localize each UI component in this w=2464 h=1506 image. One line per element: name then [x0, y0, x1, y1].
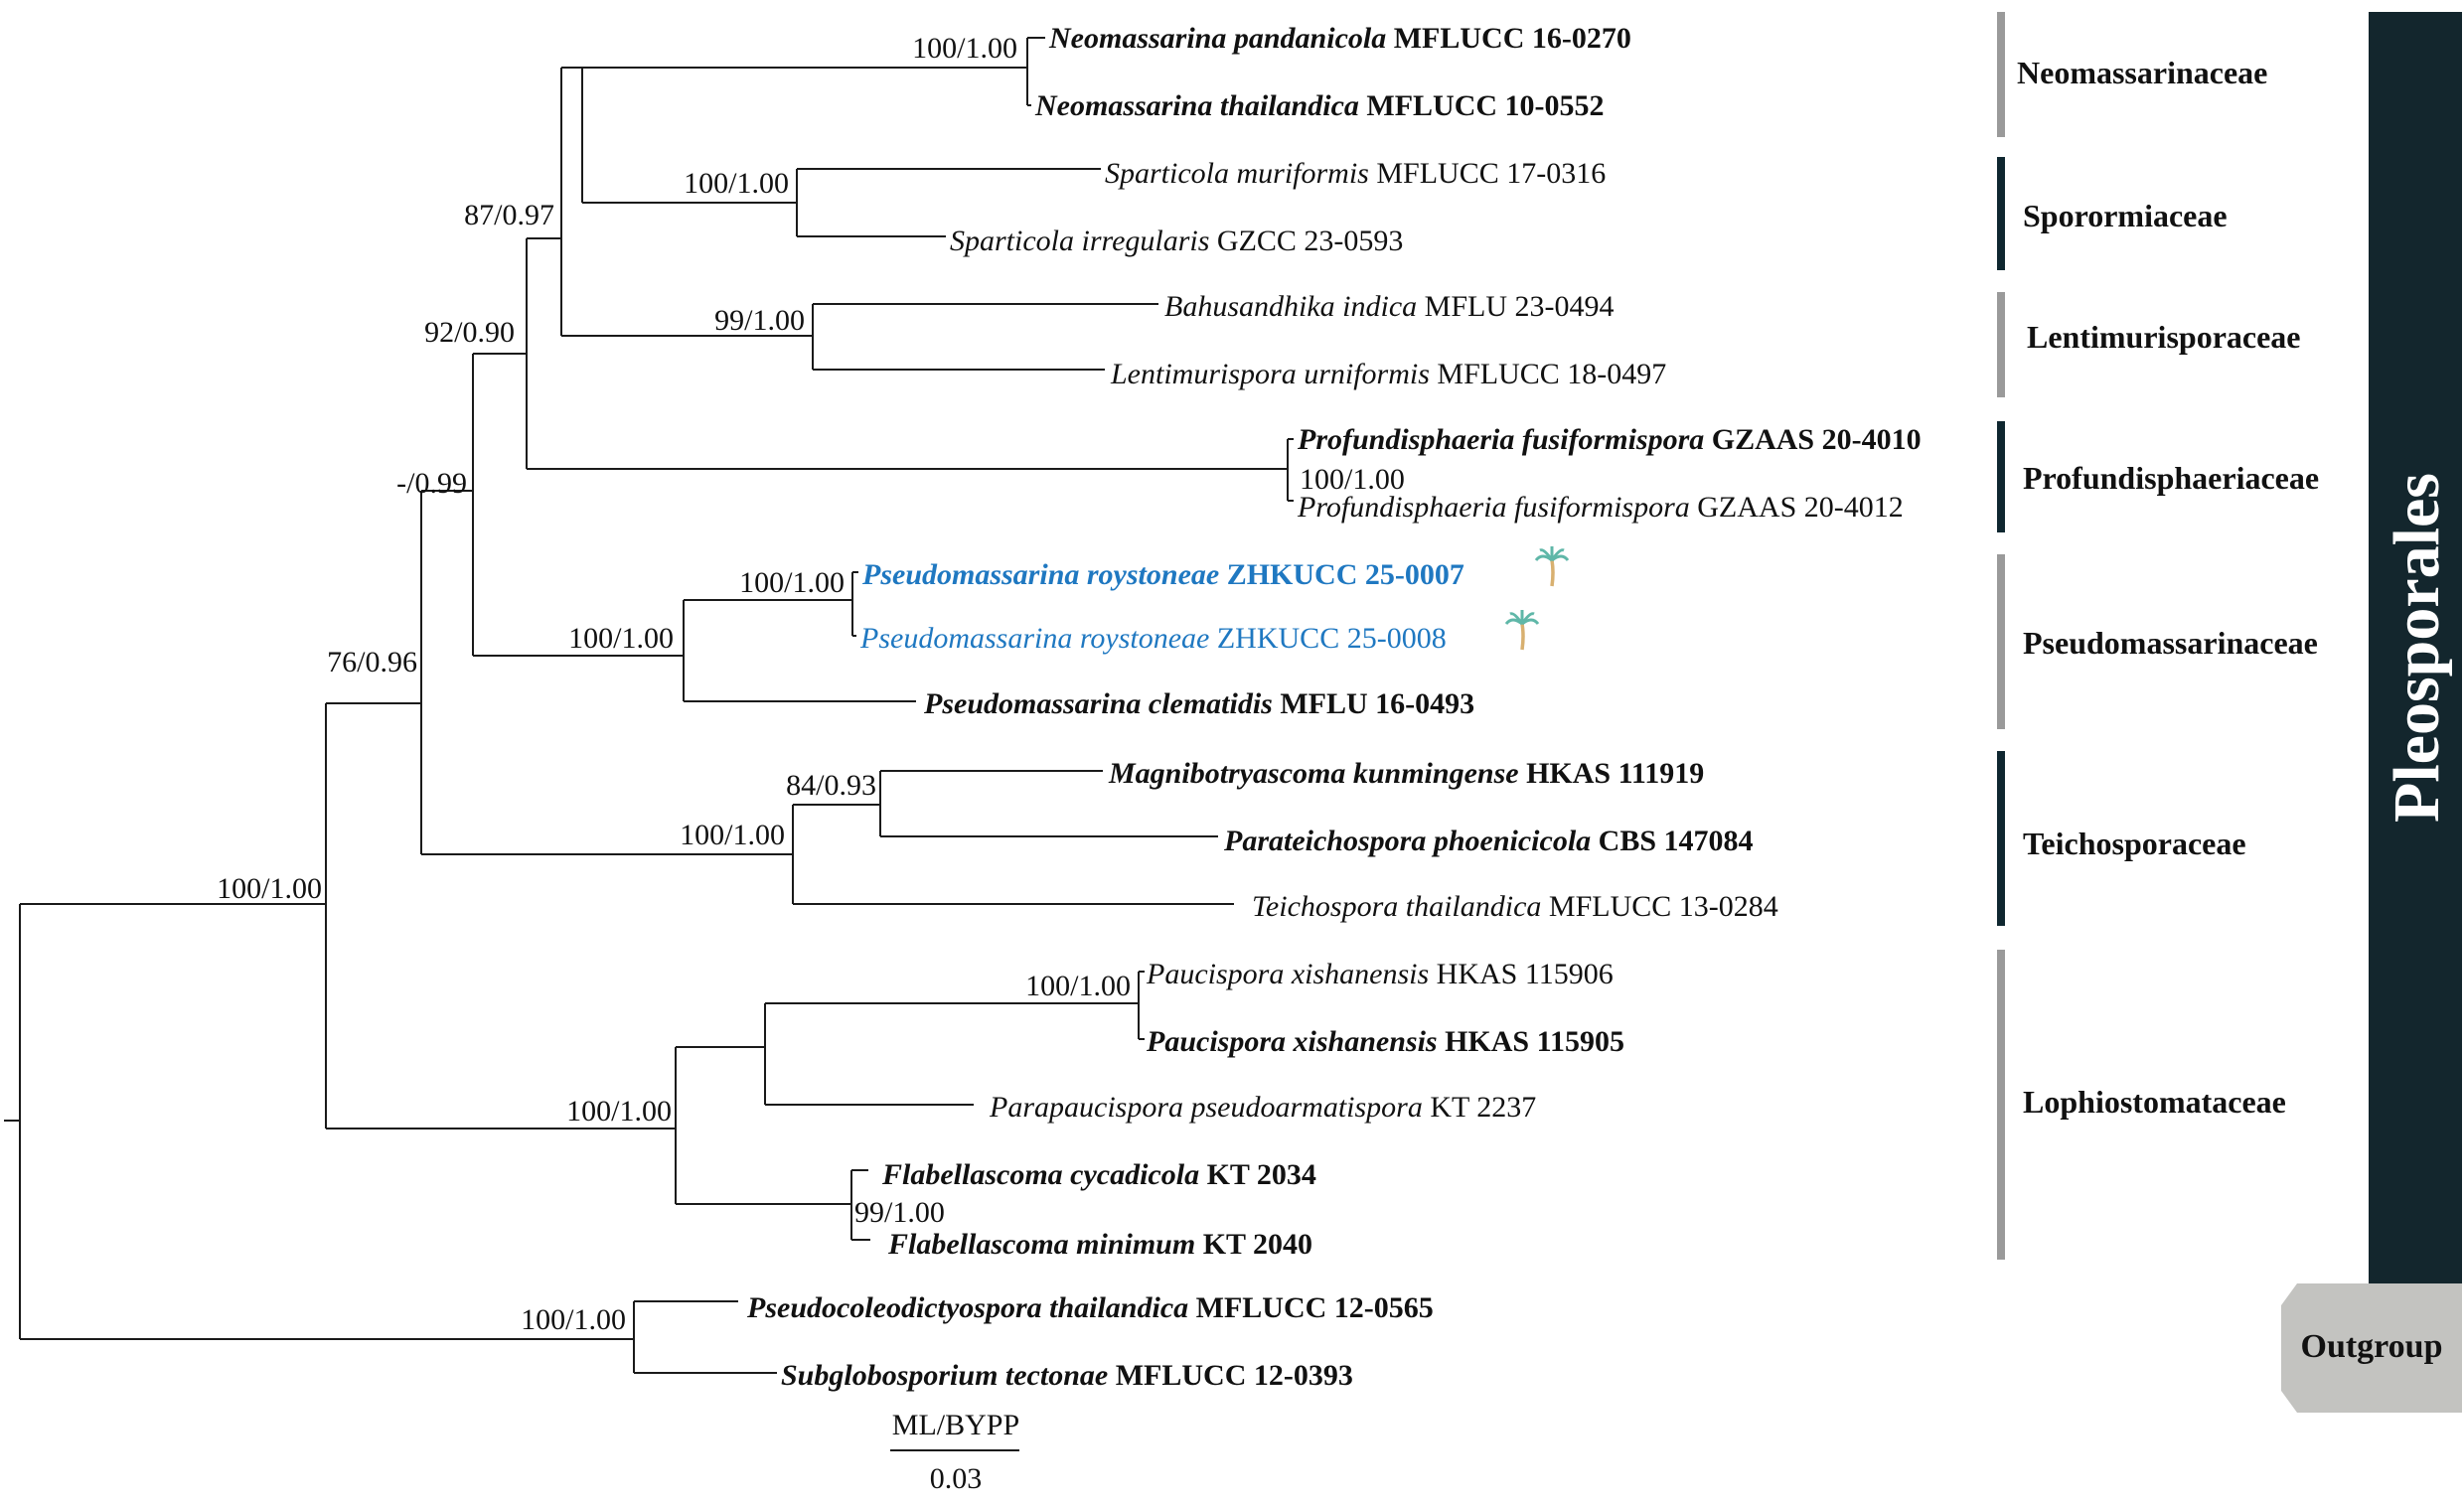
support-value: 100/1.00	[680, 819, 785, 851]
support-value: 100/1.00	[684, 167, 789, 200]
support-value: 84/0.93	[786, 769, 876, 802]
taxon-label: Neomassarina pandanicola MFLUCC 16-0270	[1048, 22, 1631, 55]
taxon-label: Paucispora xishanensis HKAS 115906	[1146, 958, 1614, 990]
taxon-label: Subglobosporium tectonae MFLUCC 12-0393	[781, 1359, 1353, 1392]
order-block	[2369, 12, 2462, 1283]
support-value: 100/1.00	[521, 1303, 626, 1336]
support-value: 92/0.90	[424, 316, 515, 349]
family-label: Profundisphaeriaceae	[2023, 460, 2319, 496]
support-value: -/0.99	[396, 467, 467, 500]
family-label: Pseudomassarinaceae	[2023, 625, 2318, 661]
family-bar	[1997, 950, 2005, 1260]
taxon-label: Parapaucispora pseudoarmatispora KT 2237	[989, 1091, 1536, 1124]
taxon-label: Pseudocoleodictyospora thailandica MFLUC…	[746, 1291, 1434, 1324]
taxon-label: Profundisphaeria fusiformispora GZAAS 20…	[1297, 423, 1922, 456]
outgroup-block	[2281, 1283, 2462, 1413]
support-value: 100/1.00	[1300, 463, 1405, 496]
taxon-label: Lentimurispora urniformis MFLUCC 18-0497	[1110, 358, 1666, 390]
support-value: 100/1.00	[1025, 970, 1131, 1002]
taxon-label: Magnibotryascoma kunmingense HKAS 111919	[1108, 757, 1704, 790]
family-bar	[1997, 292, 2005, 397]
palm-tree-icon	[1534, 546, 1570, 587]
taxon-label: Flabellascoma minimum KT 2040	[887, 1228, 1312, 1261]
order-label: Pleosporales	[2381, 473, 2453, 823]
outgroup-label: Outgroup	[2301, 1328, 2443, 1365]
family-bar	[1997, 157, 2005, 270]
taxon-label: Sparticola irregularis GZCC 23-0593	[950, 225, 1403, 257]
taxon-label: Sparticola muriformis MFLUCC 17-0316	[1105, 157, 1606, 190]
family-label: Neomassarinaceae	[2017, 55, 2267, 90]
family-label: Teichosporaceae	[2023, 826, 2246, 861]
scale-bar: ML/BYPP 0.03	[890, 1409, 1019, 1495]
family-bar	[1997, 12, 2005, 137]
support-value: 99/1.00	[714, 304, 805, 337]
taxon-label: Profundisphaeria fusiformispora GZAAS 20…	[1297, 491, 1904, 524]
taxon-label: Bahusandhika indica MFLU 23-0494	[1164, 290, 1614, 323]
taxon-label: Parateichospora phoenicicola CBS 147084	[1223, 825, 1754, 857]
palm-tree-icon	[1504, 610, 1540, 651]
family-label: Sporormiaceae	[2023, 198, 2228, 233]
tree-branches	[4, 37, 1294, 1374]
taxon-label: Neomassarina thailandica MFLUCC 10-0552	[1034, 89, 1605, 122]
taxon-label: Flabellascoma cycadicola KT 2034	[881, 1158, 1316, 1191]
family-bar	[1997, 421, 2005, 532]
support-value: 100/1.00	[217, 872, 322, 905]
scale-value: 0.03	[930, 1462, 983, 1495]
family-label: Lentimurisporaceae	[2027, 319, 2301, 355]
taxon-label-new-species: Pseudomassarina roystoneae ZHKUCC 25-000…	[861, 558, 1464, 591]
support-value: 99/1.00	[854, 1196, 945, 1229]
taxon-label: Teichospora thailandica MFLUCC 13-0284	[1252, 890, 1778, 923]
taxon-label: Paucispora xishanensis HKAS 115905	[1146, 1025, 1624, 1058]
support-value: 100/1.00	[566, 1095, 672, 1128]
family-annotations: Neomassarinaceae Sporormiaceae Lentimuri…	[1997, 12, 2319, 1260]
support-value: 100/1.00	[912, 32, 1017, 65]
support-values: 100/1.00 100/1.00 99/1.00 100/1.00 100/1…	[217, 32, 1405, 1336]
support-value: 100/1.00	[739, 566, 845, 599]
scale-title: ML/BYPP	[892, 1409, 1019, 1441]
family-label: Lophiostomataceae	[2023, 1084, 2286, 1120]
support-value: 76/0.96	[327, 646, 417, 678]
taxon-label-new-species: Pseudomassarina roystoneae ZHKUCC 25-000…	[859, 622, 1447, 655]
support-value: 87/0.97	[464, 199, 554, 231]
family-bar	[1997, 751, 2005, 926]
family-bar	[1997, 554, 2005, 729]
taxon-label: Pseudomassarina clematidis MFLU 16-0493	[923, 687, 1474, 720]
taxon-labels: Neomassarina pandanicola MFLUCC 16-0270 …	[746, 22, 1922, 1392]
support-value: 100/1.00	[568, 622, 674, 655]
